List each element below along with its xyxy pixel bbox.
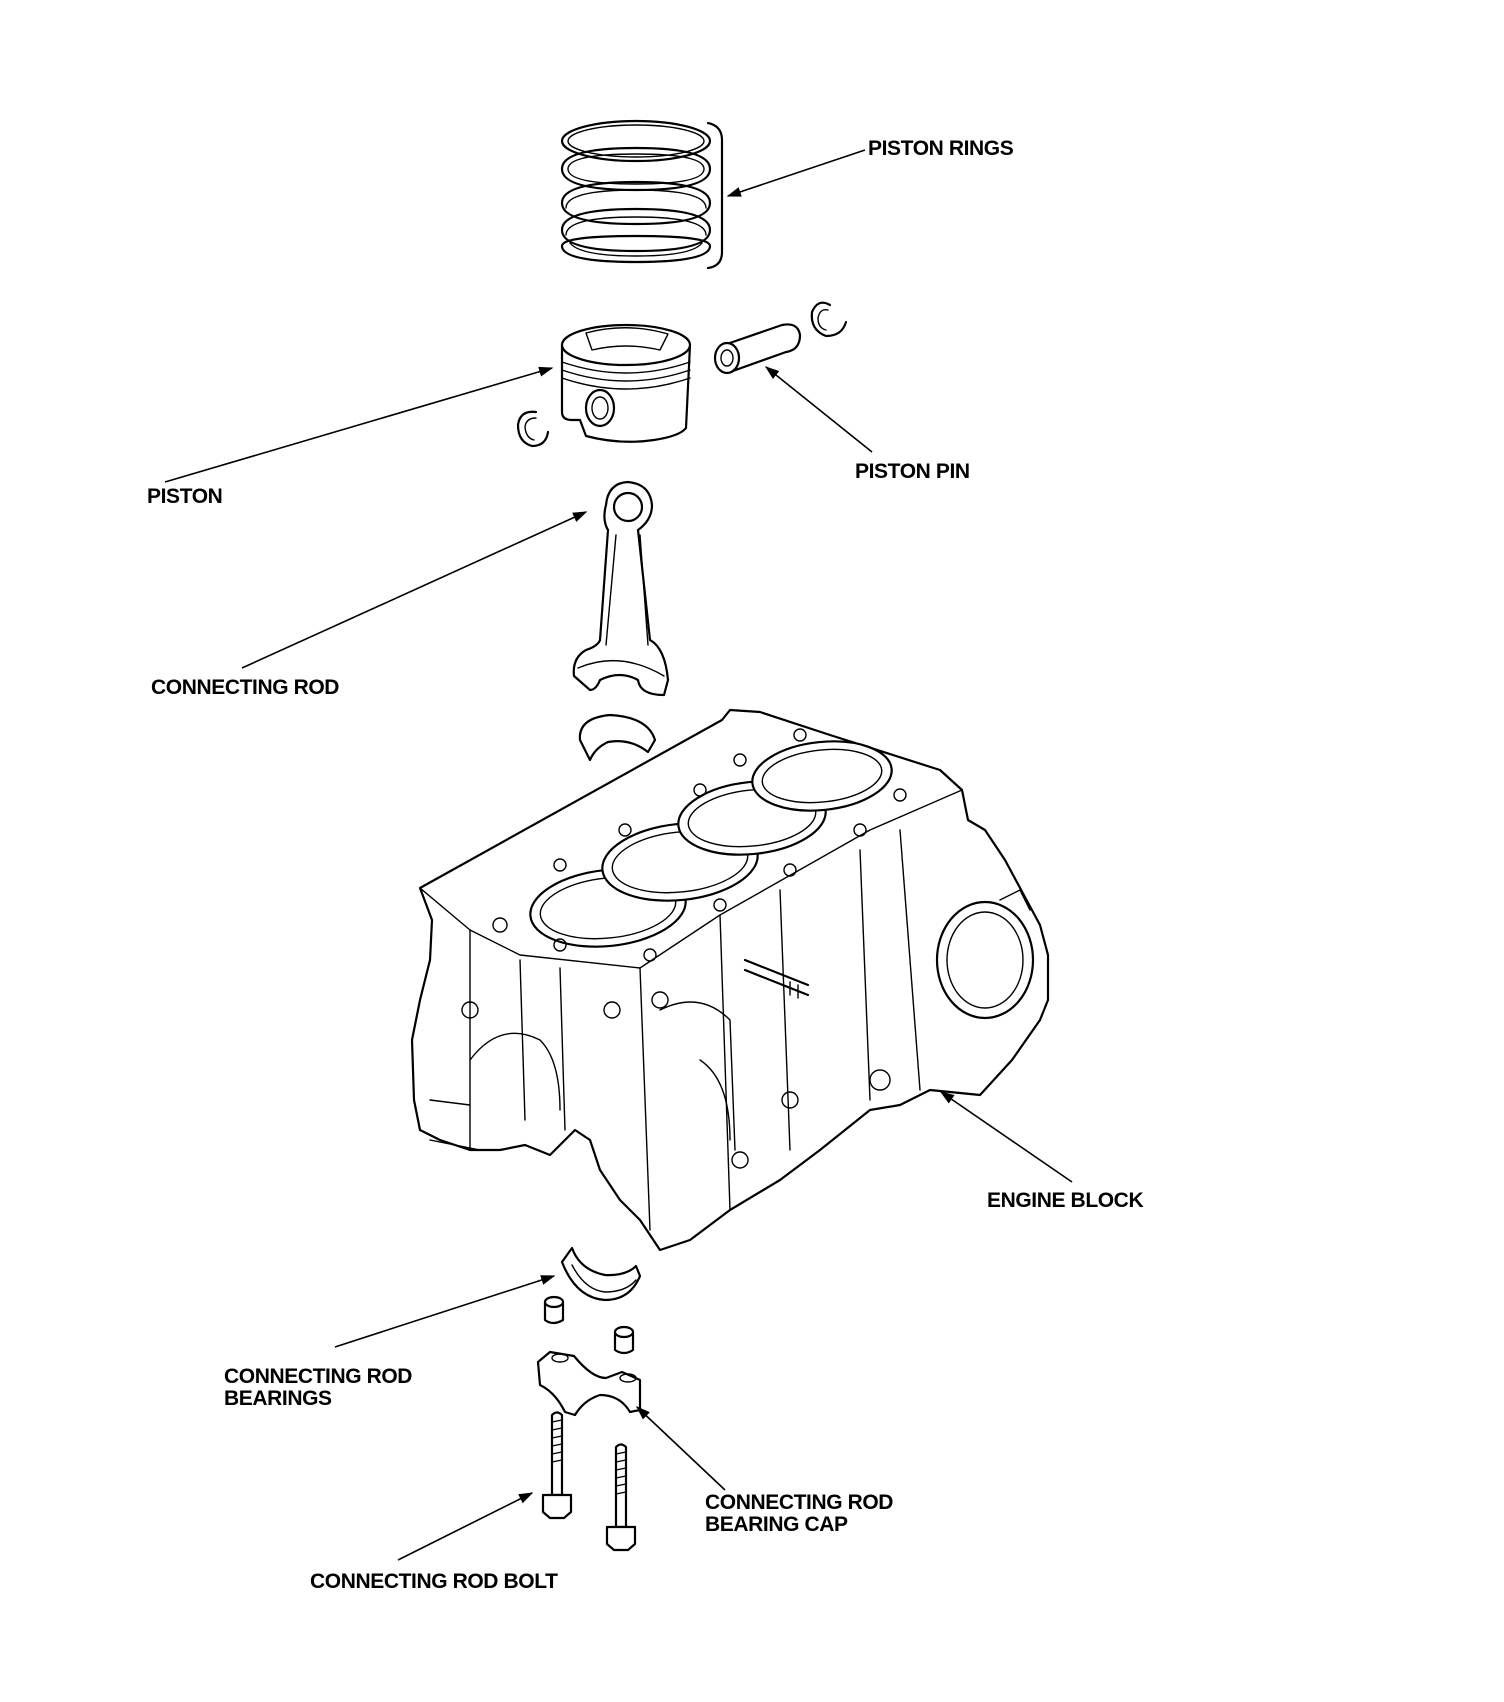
- leader-piston-rings: [726, 149, 866, 197]
- label-piston-rings: PISTON RINGS: [868, 137, 1014, 160]
- label-bearing-cap-line1: CONNECTING ROD: [705, 1491, 893, 1514]
- rod-bolt-right: [605, 1443, 637, 1552]
- label-connecting-rod: CONNECTING ROD: [151, 676, 339, 699]
- label-rod-bearings-line1: CONNECTING ROD: [224, 1365, 412, 1388]
- label-piston-pin: PISTON PIN: [855, 460, 970, 483]
- leader-connecting-rod: [241, 511, 588, 669]
- label-rod-bearings-line2: BEARINGS: [224, 1387, 332, 1410]
- connecting-rod-illustration: [572, 480, 670, 697]
- leader-rod-bolt: [397, 1492, 534, 1561]
- right-circlip: [810, 301, 848, 338]
- label-rod-bolt: CONNECTING ROD BOLT: [310, 1570, 558, 1593]
- label-engine-block: ENGINE BLOCK: [987, 1189, 1143, 1212]
- rod-bolt-left: [541, 1411, 573, 1520]
- label-piston: PISTON: [147, 485, 222, 508]
- lower-rod-bearing: [560, 1246, 642, 1302]
- leader-piston-pin: [764, 366, 873, 453]
- dowel-pin-left: [543, 1295, 565, 1325]
- engine-block-illustration: [410, 708, 1050, 1252]
- leader-piston: [164, 366, 554, 483]
- piston-rings-illustration: [560, 119, 724, 270]
- dowel-pin-right: [613, 1325, 635, 1355]
- upper-rod-bearing: [578, 713, 657, 762]
- label-bearing-cap-line2: BEARING CAP: [705, 1513, 848, 1536]
- bearing-cap-illustration: [536, 1350, 642, 1417]
- leader-engine-block: [939, 1091, 1073, 1183]
- left-circlip: [516, 410, 550, 448]
- leader-rod-bearings: [334, 1275, 556, 1348]
- piston-illustration: [560, 323, 692, 443]
- piston-pin-illustration: [713, 323, 802, 375]
- leader-bearing-cap: [635, 1406, 726, 1491]
